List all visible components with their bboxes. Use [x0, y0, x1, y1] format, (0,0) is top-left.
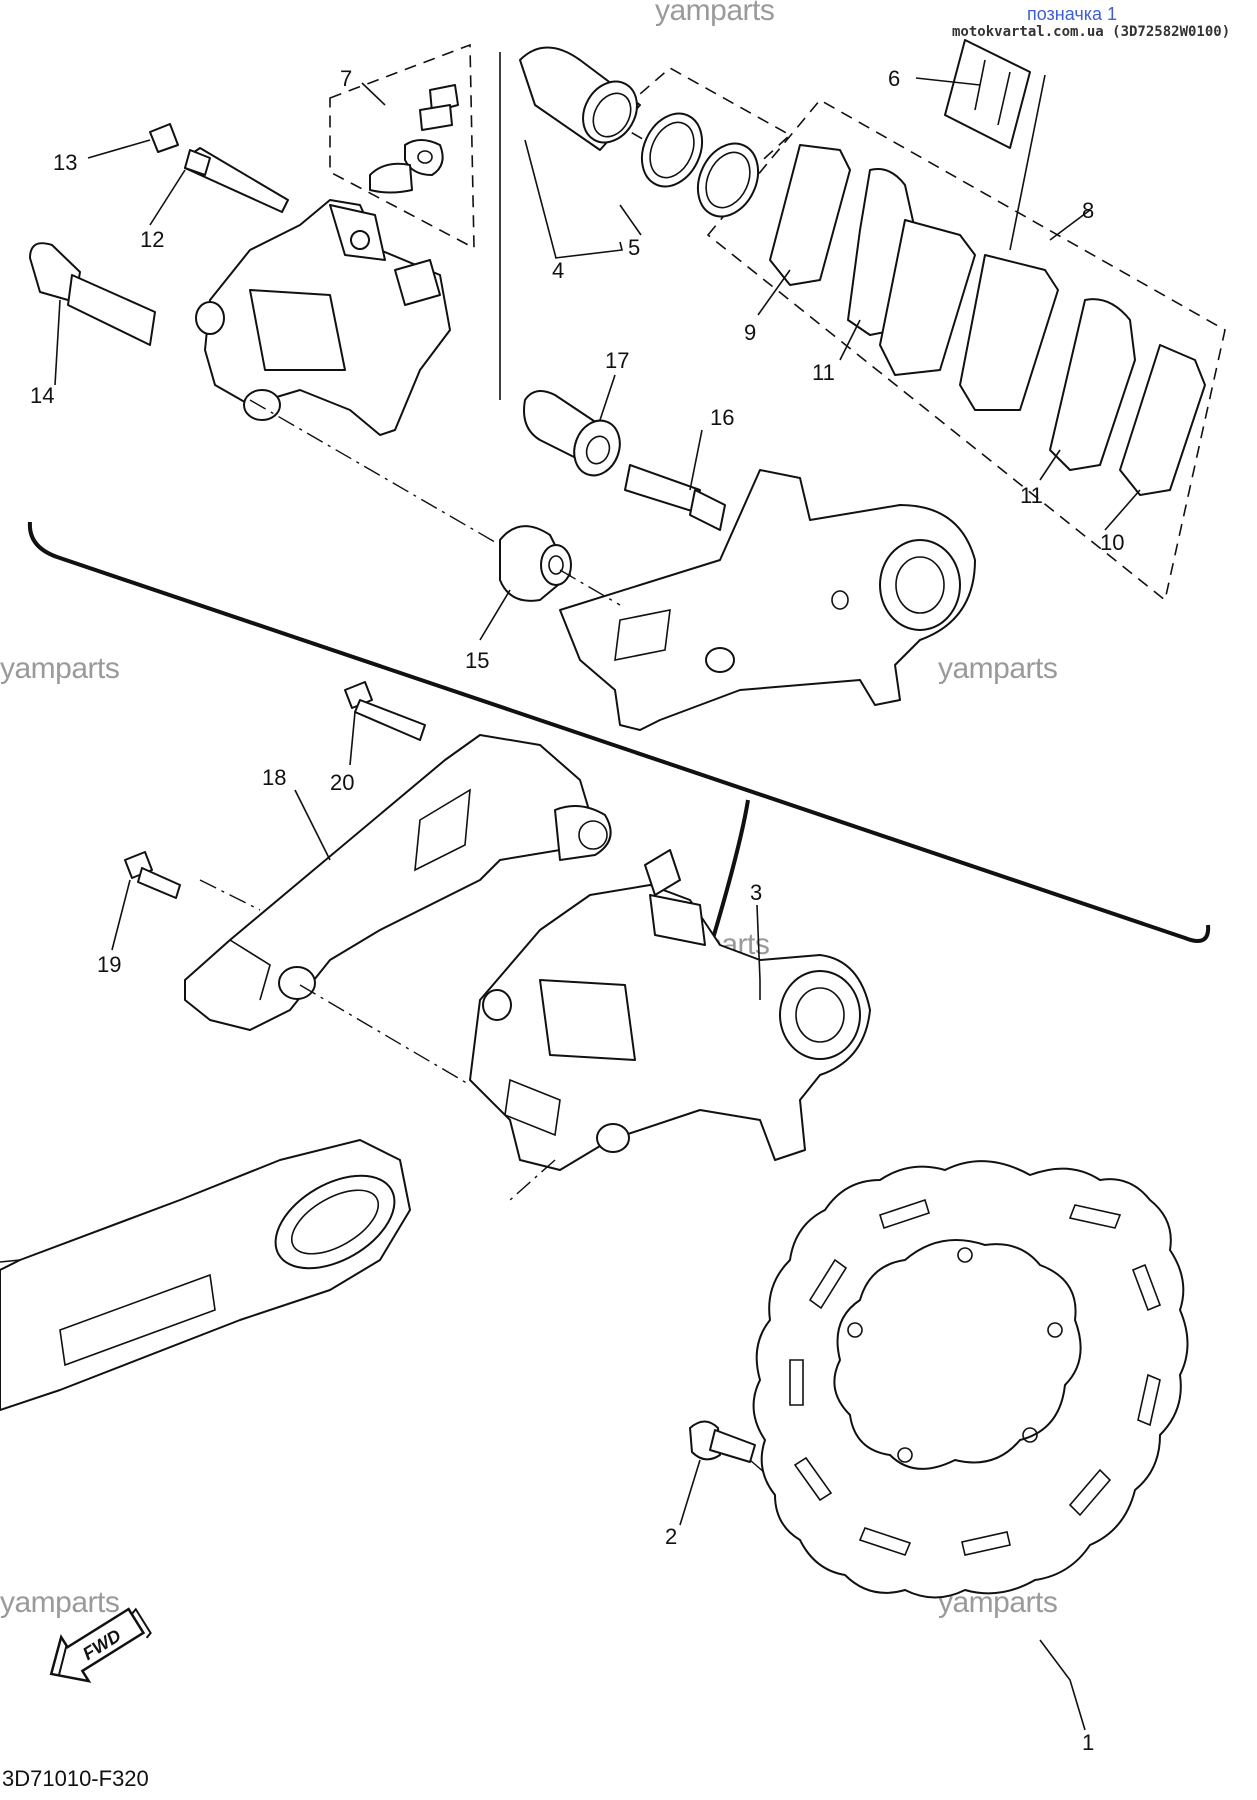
rubber-boot: [499, 525, 572, 602]
bleeder-screw: [369, 84, 459, 194]
part-label-7: 7: [340, 66, 352, 91]
watermark: yamparts: [0, 1586, 120, 1619]
part-label-6: 6: [888, 66, 900, 91]
center-line: [299, 984, 471, 1086]
diagram-code: 3D71010-F320: [2, 1766, 149, 1791]
part-label-3: 3: [750, 880, 762, 905]
watermark: yamparts: [655, 0, 775, 27]
bolt: [124, 851, 181, 899]
center-line: [249, 399, 501, 546]
caliper-bracket: [559, 469, 976, 731]
source-caption: motokvartal.com.ua (3D72582W0100): [952, 24, 1231, 40]
swingarm: [0, 1139, 411, 1411]
pad-shim-rear: [1119, 344, 1206, 496]
part-label-9: 9: [744, 320, 756, 345]
assembly-bracket: [27, 521, 1211, 943]
part-label-8: 8: [1082, 198, 1094, 223]
part-label-20: 20: [330, 770, 354, 795]
part-label-14: 14: [30, 383, 54, 408]
center-line: [509, 1159, 556, 1201]
part-label-10: 10: [1100, 530, 1124, 555]
plug: [149, 123, 179, 153]
caliper-assembly: [469, 849, 871, 1171]
bushing: [523, 390, 621, 477]
part-label-5: 5: [628, 235, 640, 260]
brake-pads: [847, 168, 1136, 471]
part-label-16: 16: [710, 405, 734, 430]
pin-bolt: [184, 147, 289, 213]
group-box-7: [329, 43, 475, 250]
part-label-2: 2: [665, 1524, 677, 1549]
piston: [519, 46, 641, 151]
center-line: [199, 879, 261, 911]
part-label-19: 19: [97, 952, 121, 977]
caliper-body: [195, 199, 451, 436]
part-label-18: 18: [262, 765, 286, 790]
center-line: [559, 569, 621, 606]
pad-shim: [769, 144, 851, 286]
piston-seals: [640, 112, 760, 218]
part-label-1: 1: [1082, 1730, 1094, 1755]
slide-pin: [624, 464, 726, 531]
fwd-arrow-icon: FWD: [49, 1607, 152, 1683]
caliper-pin: [29, 242, 156, 346]
bolt: [344, 681, 426, 741]
caliper-support-bracket: [184, 734, 612, 1031]
part-label-12: 12: [140, 227, 164, 252]
brake-disc: [752, 1160, 1189, 1599]
watermark: yamparts: [938, 652, 1058, 685]
watermark: yamparts: [0, 652, 120, 685]
part-label-17: 17: [605, 348, 629, 373]
disc-bolt: [689, 1420, 756, 1463]
part-label-11: 11: [812, 360, 835, 385]
part-label-13: 13: [53, 150, 77, 175]
part-label-11b: 11: [1020, 483, 1043, 508]
part-label-4: 4: [552, 258, 564, 283]
group-box-8: [706, 98, 1226, 602]
pad-spring: [944, 39, 1031, 149]
part-label-15: 15: [465, 648, 489, 673]
leader-lines: [54, 74, 1141, 1731]
marker-link[interactable]: позначка 1: [1027, 4, 1118, 24]
